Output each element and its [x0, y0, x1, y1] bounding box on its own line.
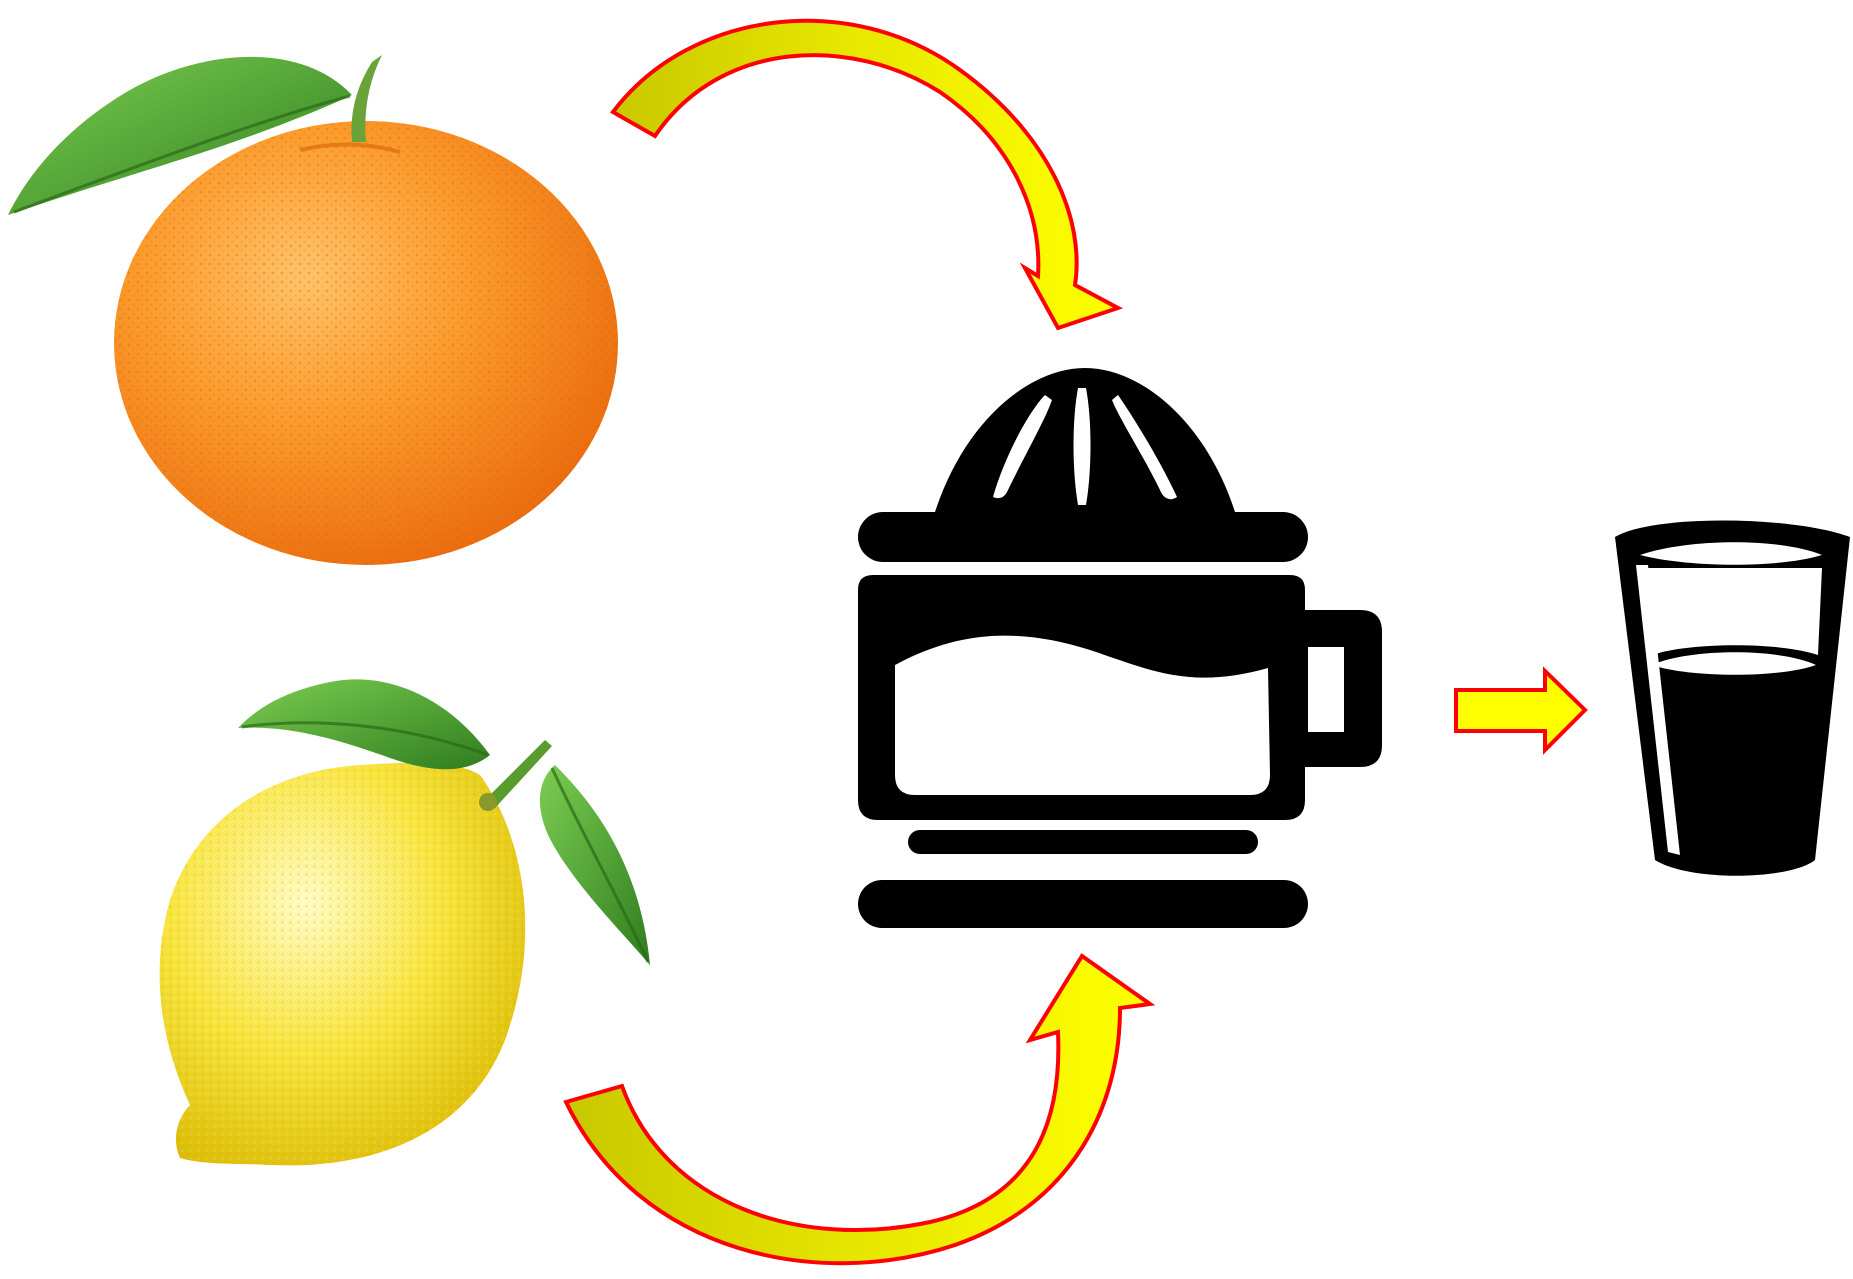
lemon-peel-texture: [159, 762, 526, 1166]
juicer-base-bar-upper: [908, 830, 1258, 854]
lemon-leaf-right: [539, 765, 650, 965]
glass-rim-highlight: [1640, 542, 1822, 565]
lemon-leaf-right-vein: [550, 767, 650, 963]
lemon-leaf-top-vein: [241, 721, 489, 757]
juicer-rim: [858, 512, 1308, 562]
juicer-base-bar-lower: [858, 880, 1308, 928]
lemon-leaf-top: [238, 679, 490, 770]
arrow-top-body: [610, 18, 1124, 331]
juicer-reamer-slot-right: [1112, 395, 1177, 500]
juicer-reamer-slot-center: [1073, 388, 1091, 505]
glass-reflection: [1636, 565, 1680, 855]
juice-glass-icon: [1615, 520, 1850, 876]
lemon-stem: [485, 740, 552, 808]
orange-navel-crease: [299, 142, 401, 154]
arrow-orange-to-juicer: [610, 18, 1124, 331]
juicer-reamer-slot-left: [993, 395, 1052, 499]
juicer-handle-opening: [1308, 647, 1344, 732]
arrow-right-shape: [1454, 666, 1588, 755]
orange-leaf-vein: [13, 94, 351, 214]
lemon-fruit-icon: [159, 679, 650, 1166]
orange-leaf: [8, 56, 352, 216]
arrow-bottom-shape: [563, 953, 1156, 1266]
juicer-juice-window: [895, 635, 1270, 795]
orange-stem: [351, 55, 382, 142]
arrow-lemon-to-juicer: [563, 953, 1156, 1266]
lemon-stem-base: [479, 793, 497, 811]
orange-peel-texture: [114, 121, 618, 565]
citrus-juicer-icon: [858, 368, 1382, 928]
arrow-juicer-to-glass: [1454, 666, 1588, 755]
glass-juice-surface: [1652, 652, 1816, 675]
orange-fruit-icon: [8, 55, 618, 565]
glass-empty-space: [1642, 568, 1822, 655]
